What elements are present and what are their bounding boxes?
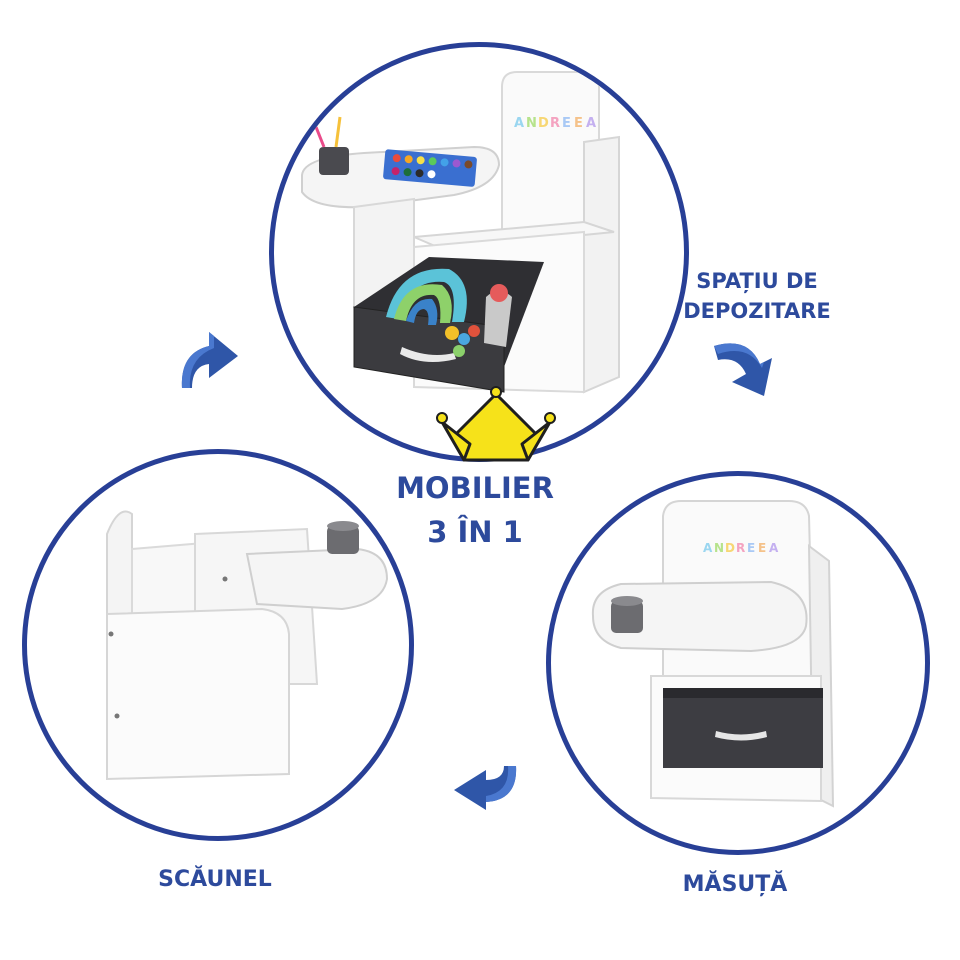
svg-text:E: E [574, 116, 583, 131]
svg-text:N: N [714, 541, 724, 555]
svg-text:E: E [562, 116, 571, 131]
storage-label-line1: SPAȚIU DE [696, 269, 818, 293]
svg-text:A: A [703, 541, 713, 555]
main-title: MOBILIER 3 ÎN 1 [380, 466, 570, 554]
rotate-arrow-icon [181, 332, 238, 388]
svg-text:D: D [725, 541, 735, 555]
rotate-arrow-icon [714, 343, 772, 396]
svg-text:A: A [769, 541, 779, 555]
svg-text:A: A [514, 116, 524, 131]
desk-storage-photo: A N D R E E A [269, 42, 689, 462]
svg-text:A: A [586, 116, 596, 131]
storage-label: SPAȚIU DE DEPOZITARE [662, 266, 852, 326]
svg-text:R: R [736, 541, 745, 555]
svg-text:E: E [747, 541, 755, 555]
main-title-line1: MOBILIER [396, 471, 554, 505]
chair-mode-photo [22, 449, 414, 841]
table-mode-photo: A N D R E E A [546, 471, 930, 855]
chair-label: SCĂUNEL [158, 867, 272, 892]
table-label: MĂSUȚĂ [682, 872, 788, 897]
crown-icon [436, 386, 556, 462]
main-title-line2: 3 ÎN 1 [427, 515, 523, 549]
rotate-arrow-icon [454, 766, 517, 810]
svg-text:N: N [526, 116, 537, 131]
svg-text:E: E [758, 541, 766, 555]
storage-label-line2: DEPOZITARE [683, 299, 831, 323]
svg-text:R: R [550, 116, 560, 131]
svg-text:D: D [538, 116, 549, 131]
